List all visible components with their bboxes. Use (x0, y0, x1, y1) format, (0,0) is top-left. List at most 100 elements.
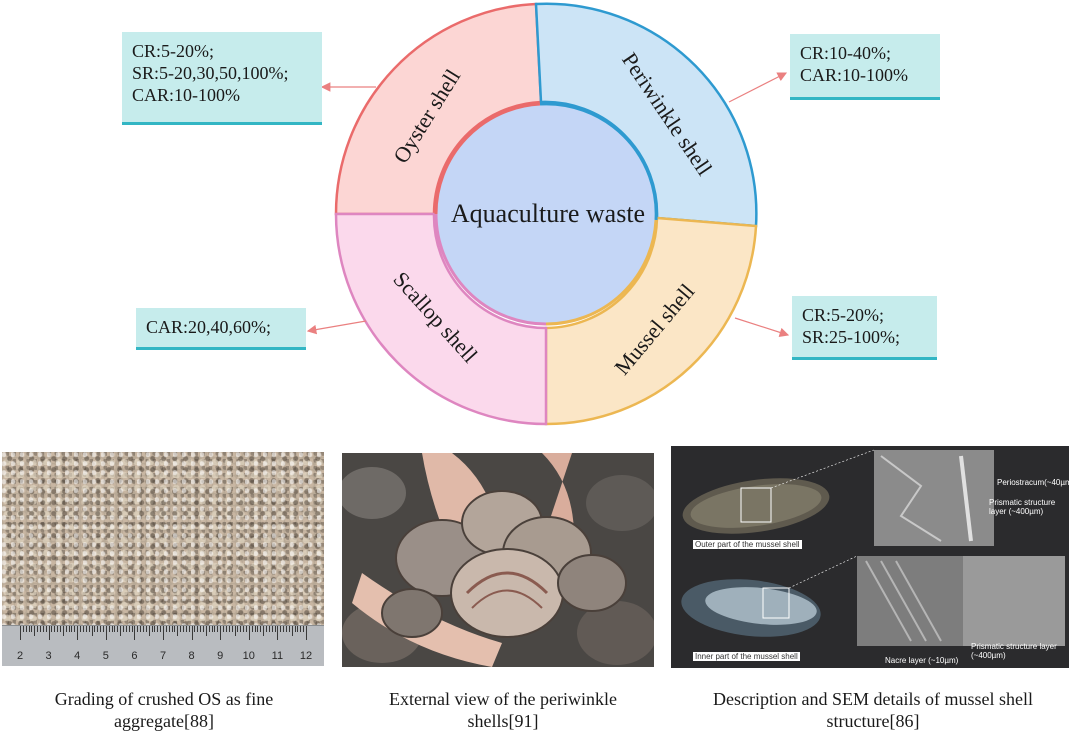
periwinkle-shells-photo (342, 453, 654, 667)
ruler-tick (240, 626, 242, 632)
oyster-info-box: CR:5-20%; SR:5-20,30,50,100%; CAR:10-100… (122, 32, 322, 125)
ruler-number: 9 (217, 650, 224, 662)
ruler-tick (117, 626, 119, 632)
ruler-tick (154, 626, 156, 632)
ruler-tick (280, 626, 282, 632)
ruler-tick (277, 626, 279, 640)
ruler-number: 2 (16, 650, 24, 662)
periwinkle-arrow (728, 72, 788, 103)
ruler-tick (54, 626, 56, 632)
ruler-tick (300, 626, 302, 632)
ruler-tick (271, 626, 273, 632)
ruler-tick (31, 626, 33, 632)
ruler-tick (137, 626, 139, 632)
ruler-tick (62, 626, 64, 636)
ruler-tick (45, 626, 47, 632)
ruler-number: 4 (74, 650, 81, 662)
ruler-tick (51, 626, 53, 632)
aquaculture-diagram: Aquaculture waste Oyster shell Periwinkl… (306, 2, 790, 426)
ruler-tick (100, 626, 102, 632)
center-label: Aquaculture waste (451, 199, 645, 228)
ruler-tick (220, 626, 222, 640)
ruler-tick (157, 626, 159, 632)
mussel-shell-sem-figure: Outer part of the mussel shell Inner par… (671, 446, 1069, 668)
ruler-tick (208, 626, 210, 632)
ruler-tick (102, 626, 104, 632)
ruler-tick (274, 626, 276, 632)
ruler-number: 5 (102, 650, 109, 662)
mussel-info-line: CR:5-20%; (802, 305, 885, 325)
ruler-tick (211, 626, 213, 632)
oyster-info-line: SR:5-20,30,50,100%; (132, 63, 289, 83)
ruler-tick (183, 626, 185, 632)
oyster-info-line: CR:5-20%; (132, 41, 215, 61)
ruler-tick (245, 626, 247, 632)
caption-periwinkle: External view of the periwinkle shells[9… (389, 689, 617, 731)
ruler-tick (185, 626, 187, 632)
scallop-shell-segment (334, 212, 548, 426)
ruler-tick (285, 626, 287, 632)
oyster-info-line: CAR:10-100% (132, 85, 240, 105)
ruler-tick (68, 626, 70, 632)
ruler-number: 10 (242, 650, 255, 662)
ruler-tick (151, 626, 153, 632)
ruler-tick (197, 626, 199, 632)
center-circle (436, 104, 656, 324)
ruler-number: 8 (188, 650, 195, 662)
ruler-tick (82, 626, 84, 632)
caption-mussel-sem: Description and SEM details of mussel sh… (713, 689, 1033, 731)
ruler-tick (203, 626, 205, 632)
ruler-tick (108, 626, 110, 632)
ruler-tick (48, 626, 50, 640)
mussel-info-box: CR:5-20%; SR:25-100%; (792, 296, 937, 360)
ruler-tick (97, 626, 99, 632)
ruler-tick (42, 626, 44, 632)
ruler-tick (111, 626, 113, 632)
ruler-tick (191, 626, 193, 640)
ruler-tick (134, 626, 136, 640)
ruler-tick (37, 626, 39, 632)
ruler-tick (228, 626, 230, 632)
ruler-tick (57, 626, 59, 632)
ruler-tick (28, 626, 30, 632)
ruler-tick (105, 626, 107, 640)
ruler-tick (214, 626, 216, 632)
ruler-number: 6 (131, 650, 138, 662)
ruler-tick (303, 626, 305, 632)
ruler-tick (268, 626, 270, 632)
ruler-tick (65, 626, 67, 632)
ruler-tick (260, 626, 262, 632)
ruler-tick (225, 626, 227, 632)
ruler-tick (25, 626, 27, 632)
ruler-tick (194, 626, 196, 632)
ruler-tick (40, 626, 42, 632)
caption-crushed-oyster: Grading of crushed OS as fine aggregate[… (54, 689, 274, 731)
periwinkle-info-line: CAR:10-100% (800, 65, 908, 85)
ruler-number: 3 (45, 650, 52, 662)
ruler-tick (77, 626, 79, 640)
ruler-tick (85, 626, 87, 632)
ruler-tick (145, 626, 147, 632)
ruler-tick (60, 626, 62, 632)
ruler-tick (297, 626, 299, 632)
ruler-tick (177, 626, 179, 636)
ruler-tick (237, 626, 239, 632)
ruler-tick (148, 626, 150, 636)
ruler-tick (257, 626, 259, 632)
ruler-tick (283, 626, 285, 632)
mussel-arrow (734, 317, 790, 338)
ruler-tick (160, 626, 162, 632)
ruler-tick (263, 626, 265, 636)
ruler-tick (223, 626, 225, 632)
ruler-tick (248, 626, 250, 640)
ruler-tick (168, 626, 170, 632)
ruler-tick (88, 626, 90, 632)
ruler-tick (125, 626, 127, 632)
ruler-tick (217, 626, 219, 632)
ruler-tick (254, 626, 256, 632)
inner-shell-label: Inner part of the mussel shell (693, 652, 800, 661)
ruler-tick (142, 626, 144, 632)
outer-shell-label: Outer part of the mussel shell (693, 540, 802, 549)
